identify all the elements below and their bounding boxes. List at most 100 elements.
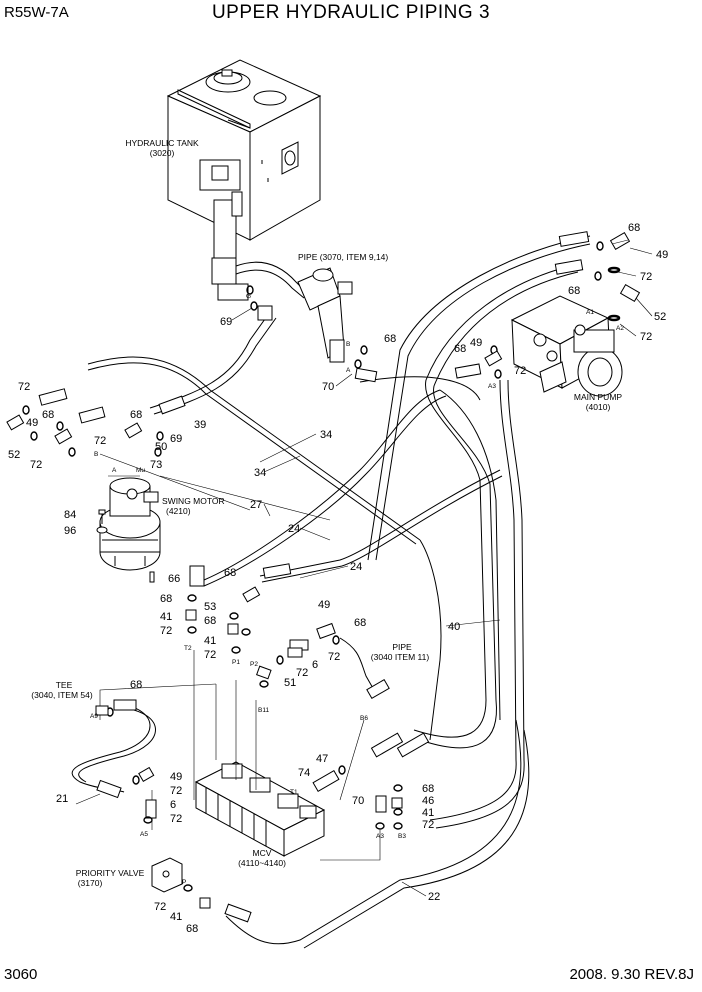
callout-number: 40 (448, 621, 460, 633)
swing-motor-drawing (99, 477, 161, 571)
callout-number: 69 (170, 433, 182, 445)
port-label: A3 (376, 833, 384, 840)
port-label: B11 (258, 707, 269, 714)
callout-number: 68 (42, 409, 54, 421)
port-label: G (246, 293, 251, 300)
callout-number: 96 (64, 525, 76, 537)
callout-number: 68 (422, 783, 434, 795)
mcv-label: MCV (253, 848, 272, 858)
hose-fittings (38, 231, 590, 923)
callout-number: 68 (130, 679, 142, 691)
port-label: A (346, 367, 351, 374)
callout-number: 70 (322, 381, 334, 393)
callout-number: 49 (26, 417, 38, 429)
port-label: B6 (360, 715, 368, 722)
callout-number: 34 (254, 467, 266, 479)
port-label: T2 (184, 645, 192, 652)
callout-number: 52 (654, 311, 666, 323)
hydraulic-tank-drawing (166, 59, 322, 301)
port-label: A2 (616, 325, 624, 332)
callout-number: 6 (312, 659, 318, 671)
callout-number: 68 (568, 285, 580, 297)
port-label: B (346, 341, 350, 348)
callout-number: 68 (384, 333, 396, 345)
callout-number: 41 (170, 911, 182, 923)
port-label: Mu (136, 467, 145, 474)
callout-number: 39 (194, 419, 206, 431)
pipe-top-label: PIPE (3070, ITEM 9,14) (298, 252, 388, 262)
callout-number: 74 (298, 767, 310, 779)
callout-number: 72 (640, 271, 652, 283)
port-label: B (94, 451, 98, 458)
bolt-84 (96, 509, 108, 534)
pipe-lines (71, 235, 591, 949)
callout-number: 51 (284, 677, 296, 689)
priority-valve-drawing (151, 857, 183, 893)
pipe-mid-label: PIPE (392, 642, 412, 652)
callouts: 68 49 72 52 72 68 72 69 68 70 68 49 72 6… (8, 222, 668, 935)
callout-number: 49 (170, 771, 182, 783)
hydraulic-tank-label: HYDRAULIC TANK (125, 138, 199, 148)
model-code: R55W-7A (4, 4, 69, 21)
callout-number: 27 (250, 499, 262, 511)
tank-return-pipe (235, 261, 353, 363)
elbow-fittings (6, 231, 641, 909)
callout-number: 50 (155, 441, 167, 453)
port-label: P (182, 879, 186, 886)
callout-number: 72 (170, 785, 182, 797)
callout-number: 47 (316, 753, 328, 765)
callout-number: 72 (204, 649, 216, 661)
revision-date: 2008. 9.30 REV.8J (569, 966, 694, 983)
callout-number: 53 (204, 601, 216, 613)
callout-number: 41 (160, 611, 172, 623)
callout-number: 70 (352, 795, 364, 807)
callout-number: 46 (422, 795, 434, 807)
callout-number: 68 (354, 617, 366, 629)
port-label: A5 (140, 831, 148, 838)
callout-number: 6 (170, 799, 176, 811)
port-label: A9 (90, 713, 98, 720)
callout-number: 72 (640, 331, 652, 343)
callout-number: 49 (656, 249, 668, 261)
priority-valve-label: PRIORITY VALVE (76, 868, 145, 878)
callout-number: 72 (296, 667, 308, 679)
callout-number: 68 (130, 409, 142, 421)
callout-number: 68 (186, 923, 198, 935)
port-label: B3 (398, 833, 406, 840)
callout-number: 21 (56, 793, 68, 805)
callout-number: 72 (94, 435, 106, 447)
page-title: UPPER HYDRAULIC PIPING 3 (211, 2, 491, 23)
callout-number: 49 (470, 337, 482, 349)
callout-number: 68 (204, 615, 216, 627)
callout-number: 24 (288, 523, 300, 535)
main-pump-drawing (510, 295, 623, 397)
callout-number: 73 (150, 459, 162, 471)
callout-number: 24 (350, 561, 362, 573)
port-label: A1 (586, 309, 594, 316)
callout-number: 72 (30, 459, 42, 471)
callout-number: 72 (328, 651, 340, 663)
callout-number: 68 (628, 222, 640, 234)
hydraulic-tank-ref: (3020) (150, 148, 175, 158)
page-number: 3060 (4, 966, 38, 983)
callout-number: 72 (170, 813, 182, 825)
callout-number: 68 (224, 567, 236, 579)
tee-ref: (3040, ITEM 54) (31, 690, 93, 700)
callout-number: 72 (154, 901, 166, 913)
swing-motor-ref: (4210) (166, 506, 191, 516)
callout-number: 52 (8, 449, 20, 461)
callout-number: 41 (422, 807, 434, 819)
callout-number: 68 (160, 593, 172, 605)
callout-leaders (75, 239, 653, 897)
port-label: T1 (290, 789, 298, 796)
priority-valve-ref: (3170) (78, 878, 103, 888)
callout-number: 72 (160, 625, 172, 637)
port-label: A3 (488, 383, 496, 390)
pipe-mid-ref: (3040 ITEM 11) (371, 652, 430, 662)
callout-number: 34 (320, 429, 332, 441)
main-pump-ref: (4010) (586, 402, 611, 412)
callout-number: 49 (318, 599, 330, 611)
callout-number: 72 (422, 819, 434, 831)
callout-number: 72 (18, 381, 30, 393)
